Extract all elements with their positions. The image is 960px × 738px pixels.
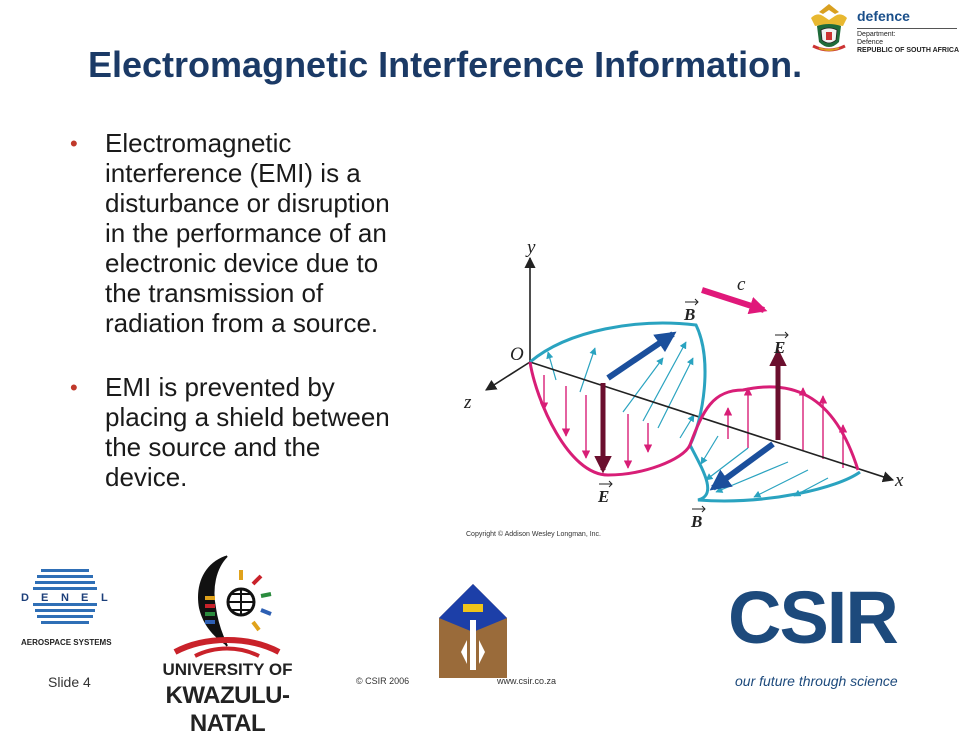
- b-field-label-top: B: [683, 305, 695, 324]
- slide-title: Electromagnetic Interference Information…: [88, 44, 803, 85]
- denel-letter: L: [101, 592, 108, 604]
- denel-letter: E: [41, 592, 48, 604]
- bullet-list: • Electromagnetic interference (EMI) is …: [70, 128, 465, 492]
- b-field-arrows: [546, 341, 829, 498]
- diagram-copyright: Copyright © Addison Wesley Longman, Inc.: [466, 531, 601, 538]
- denel-subtitle: AEROSPACE SYSTEMS: [21, 638, 112, 647]
- z-axis: [485, 361, 531, 391]
- bullet-item: • Electromagnetic interference (EMI) is …: [70, 128, 465, 338]
- csir-logo: CSIR our future through science: [725, 575, 905, 695]
- coat-of-arms-icon: [811, 4, 847, 52]
- defence-logo-line-1: Department:: [857, 31, 896, 38]
- vector-arrow-marks: [599, 298, 789, 513]
- denel-letter: E: [81, 592, 88, 604]
- ukzn-line-1: UNIVERSITY OF: [162, 660, 293, 679]
- footer-url: www.csir.co.za: [497, 676, 557, 686]
- defence-logo-word: defence: [857, 8, 910, 24]
- b-peak-arrow: [606, 331, 677, 381]
- ukzn-shield-icon: [173, 555, 281, 658]
- bullet-line: electronic device due to: [105, 248, 379, 278]
- defence-logo-line-3: REPUBLIC OF SOUTH AFRICA: [857, 47, 960, 54]
- denel-letter: N: [61, 592, 69, 604]
- e-field-curve: [528, 361, 860, 477]
- defence-logo-divider: [857, 28, 957, 29]
- csir-wordmark: CSIR: [728, 576, 899, 659]
- bullet-icon: •: [70, 375, 78, 400]
- bullet-line: radiation from a source.: [105, 308, 379, 338]
- slide-number: Slide 4: [48, 674, 91, 690]
- bullet-line: interference (EMI) is a: [105, 158, 361, 188]
- b-field-label-bottom: B: [690, 512, 702, 531]
- origin-label: O: [510, 344, 524, 365]
- y-axis-label: y: [525, 237, 536, 258]
- bullet-line: the source and the: [105, 432, 321, 462]
- bullet-line: placing a shield between: [105, 402, 390, 432]
- velocity-label: c: [737, 274, 746, 295]
- defence-logo-line-2: Defence: [857, 39, 884, 46]
- bullet-line: disturbance or disruption: [105, 188, 390, 218]
- b-field-curve: [529, 321, 861, 503]
- bullet-line: EMI is prevented by: [105, 372, 335, 402]
- b-trough-arrow: [709, 441, 775, 491]
- diamond-emblem-icon: [439, 584, 507, 678]
- e-field-label-bottom: E: [597, 487, 609, 506]
- e-field-label-right: E: [773, 338, 785, 357]
- denel-mark-icon: D E N E L AEROSPACE SYSTEMS: [21, 569, 112, 647]
- bullet-line: in the performance of an: [105, 218, 387, 248]
- em-wave-diagram: y z x O c B E E B: [463, 237, 904, 531]
- ukzn-line-2: KWAZULU-NATAL: [165, 682, 290, 737]
- defence-logo: defence Department: Defence REPUBLIC OF …: [805, 2, 960, 58]
- ukzn-logo: UNIVERSITY OF KWAZULU-NATAL: [145, 552, 310, 737]
- z-axis-label: z: [463, 392, 472, 413]
- bullet-line: device.: [105, 462, 188, 492]
- x-axis-label: x: [894, 470, 904, 491]
- bullet-icon: •: [70, 131, 78, 156]
- velocity-arrow: [701, 287, 768, 315]
- slide: defence Department: Defence REPUBLIC OF …: [15, 2, 960, 737]
- bullet-item: • EMI is prevented by placing a shield b…: [70, 372, 465, 492]
- denel-logo: D E N E L AEROSPACE SYSTEMS: [15, 565, 115, 655]
- footer-copyright: © CSIR 2006: [356, 676, 410, 686]
- bullet-line: the transmission of: [105, 278, 324, 308]
- center-partner-logo: [437, 582, 509, 680]
- x-axis: [529, 361, 895, 483]
- bullet-line: Electromagnetic: [105, 128, 292, 158]
- denel-letter: D: [21, 592, 29, 604]
- axes: [485, 256, 895, 483]
- csir-tagline: our future through science: [735, 673, 898, 689]
